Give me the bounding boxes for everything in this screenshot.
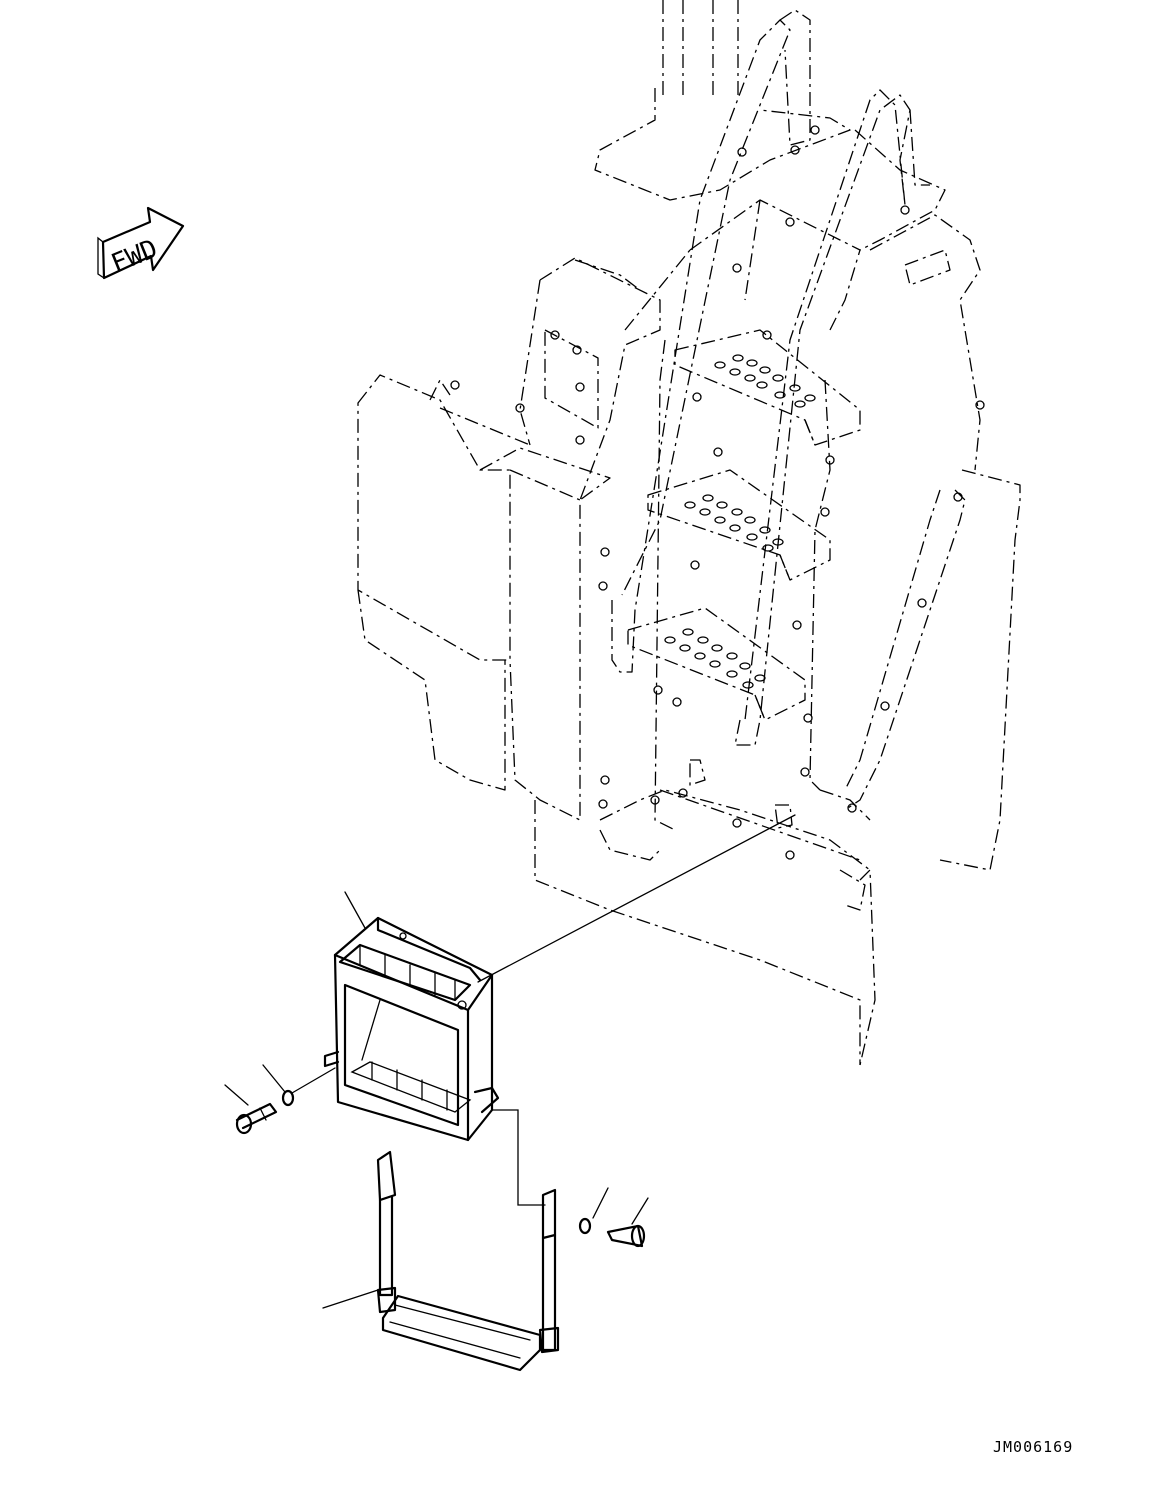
step-holes (664, 354, 816, 689)
body-bolts (450, 125, 985, 860)
fwd-label: FWD (107, 234, 162, 279)
step-bracket (323, 916, 500, 1142)
drawing-id: JM006169 (993, 1438, 1074, 1456)
bolt-right (578, 1217, 646, 1248)
bolt-left (235, 1089, 295, 1135)
hanging-step (376, 1150, 560, 1372)
machine-body-outline (357, 0, 1021, 1066)
leader-lines (224, 814, 796, 1309)
fwd-arrow-icon: FWD (97, 206, 185, 279)
